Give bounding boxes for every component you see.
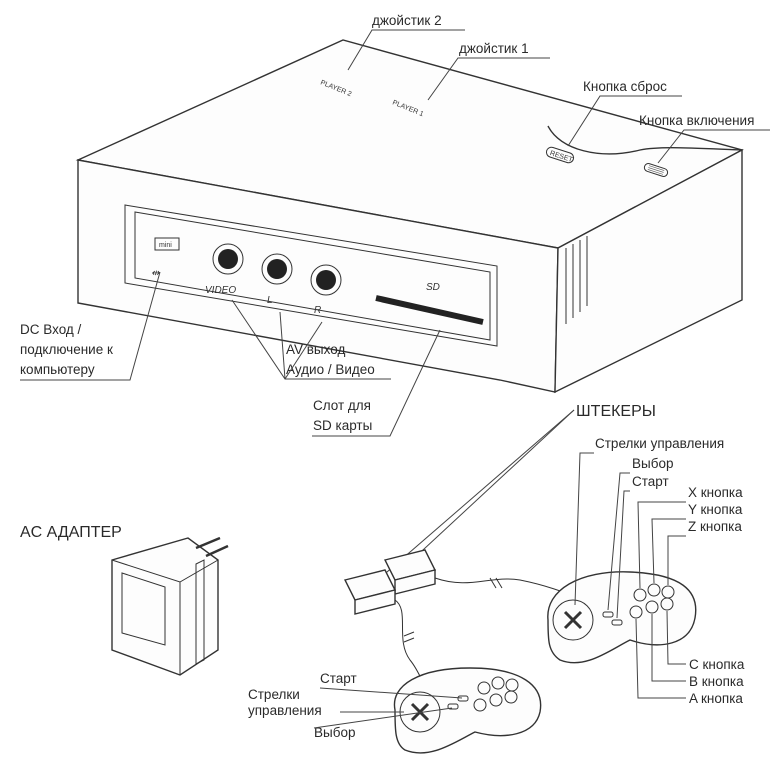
adapter-title: AC АДАПТЕР [20, 524, 122, 541]
sd-card-slot [375, 295, 484, 325]
button-c-left [504, 690, 518, 704]
gamepad-right: Стрелки управления Выбор Старт X кнопка … [547, 436, 745, 706]
usb-icon: ⇹ [151, 268, 160, 279]
gp-right-label-start: Старт [632, 474, 669, 489]
gp-right-label-z: Z кнопка [688, 519, 742, 534]
gp-left-label-start: Старт [320, 671, 357, 686]
power-button [643, 163, 669, 177]
button-a-right [629, 605, 643, 619]
button-c-right [660, 597, 674, 611]
gp-right-label-y: Y кнопка [688, 502, 743, 517]
callout-power: Кнопка включения [639, 113, 754, 128]
jack-label-video: VIDEO [205, 285, 236, 296]
video-jack [218, 249, 238, 269]
gp-right-label-b: B кнопка [689, 674, 744, 689]
callout-av-out-line2: Аудио / Видео [286, 362, 375, 377]
plugs: ШТЕКЕРЫ [343, 403, 656, 691]
button-b-left [489, 693, 503, 707]
button-x-left [477, 681, 491, 695]
callout-reset: Кнопка сброс [583, 79, 667, 94]
audio-l-jack [267, 259, 287, 279]
callout-dc-input-line3: компьютеру [20, 362, 95, 377]
callout-sd-slot-line2: SD карты [313, 418, 372, 433]
gp-left-label-dpad-line1: Стрелки [248, 687, 300, 702]
gp-right-label-select: Выбор [632, 456, 673, 471]
callout-dc-input-line2: подключение к [20, 342, 113, 357]
button-b-right [645, 600, 659, 614]
select-button-left [447, 703, 459, 710]
gp-right-label-a: A кнопка [689, 691, 743, 706]
button-y-left [491, 676, 505, 690]
callout-dc-input-line1: DC Вход / [20, 322, 82, 337]
audio-r-jack [316, 270, 336, 290]
button-a-left [473, 698, 487, 712]
gp-left-label-dpad-line2: управления [248, 703, 322, 718]
button-x-right [633, 588, 647, 602]
sd-slot-label: SD [426, 282, 440, 293]
callouts-top: джойстик 2 джойстик 1 Кнопка сброс Кнопк… [347, 13, 770, 164]
gp-right-label-x: X кнопка [688, 485, 743, 500]
gp-right-label-dpad: Стрелки управления [595, 436, 724, 451]
select-button-right [602, 611, 614, 618]
callout-joystick1: джойстик 1 [459, 41, 529, 56]
callout-joystick2: джойстик 2 [372, 13, 442, 28]
start-button-left [457, 695, 469, 702]
usb-port-label: mini [159, 242, 172, 249]
jack-label-r: R [314, 305, 321, 316]
button-y-right [647, 583, 661, 597]
jack-label-l: L [267, 295, 273, 306]
gp-left-label-select: Выбор [314, 725, 355, 740]
usb-port [154, 237, 180, 251]
dpad-right [552, 599, 594, 641]
callout-sd-slot-line1: Слот для [313, 398, 371, 413]
ac-adapter: AC АДАПТЕР [20, 524, 229, 676]
start-button-right [611, 619, 623, 626]
plugs-title: ШТЕКЕРЫ [576, 403, 656, 420]
callout-av-out-line1: AV выход [286, 342, 345, 357]
gp-right-label-c: C кнопка [689, 657, 745, 672]
gamepad-left: Старт Стрелки управления Выбор [248, 667, 542, 754]
callouts-front: DC Вход / подключение к компьютеру AV вы… [20, 271, 441, 437]
